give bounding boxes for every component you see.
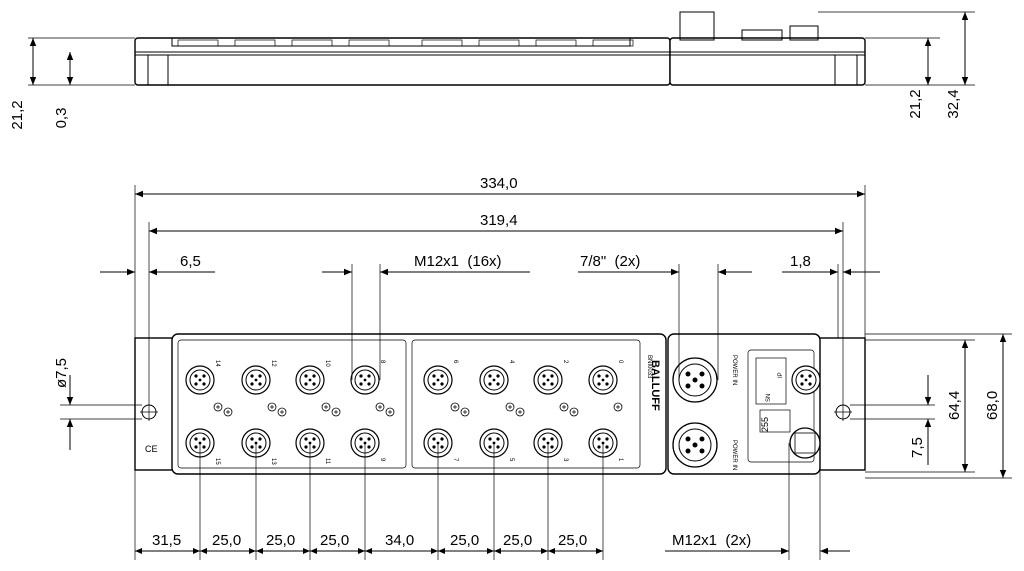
m12-port[interactable]	[185, 365, 215, 395]
dim-overall-length: 334,0	[480, 175, 518, 192]
dim-pitch: 25,0	[450, 532, 479, 549]
port-number: 1	[617, 458, 623, 462]
brand-logo: BALLUFF	[649, 360, 661, 411]
model-label: BNI0033	[646, 355, 652, 379]
dim-side-left-height: 21,2	[9, 100, 26, 129]
dim-side-left-offset: 0,3	[53, 108, 70, 129]
dim-hole-height: 7,5	[909, 437, 926, 458]
port-number: 7	[452, 458, 458, 462]
ce-mark: CE	[145, 444, 158, 454]
dim-pitch: 25,0	[558, 532, 587, 549]
dim-hole-diameter: ø7,5	[53, 358, 70, 388]
dim-hole-offset-left: 6,5	[180, 253, 201, 270]
port-number: 8	[379, 360, 385, 364]
dim-inner-height: 64,4	[946, 391, 963, 420]
port-number: 13	[270, 458, 276, 465]
m12-port[interactable]	[295, 365, 325, 395]
port-number: 9	[379, 458, 385, 462]
port-number: 2	[562, 360, 568, 364]
m12-port[interactable]	[588, 365, 618, 395]
port-number: 10	[324, 360, 330, 367]
m12-aux-port[interactable]	[791, 365, 821, 395]
side-view: 21,2 0,3 21,2 32,4	[9, 11, 975, 130]
top-view: 255 IP SN CE	[134, 333, 866, 475]
m12-port[interactable]	[241, 365, 271, 395]
power-in-label-bottom: POWER IN	[731, 440, 737, 470]
dim-pitch: 25,0	[212, 532, 241, 549]
address-switch[interactable]	[789, 427, 821, 459]
port-number: 14	[214, 360, 220, 367]
power-in-label-top: POWER IN	[731, 355, 737, 385]
dim-pitch: 25,0	[320, 532, 349, 549]
dim-pitch: 31,5	[152, 532, 181, 549]
m12-port[interactable]	[423, 365, 453, 395]
dim-overall-height: 68,0	[984, 391, 1001, 420]
power-connector-top[interactable]	[672, 357, 718, 403]
dim-pitch: 34,0	[385, 532, 414, 549]
port-number: 15	[214, 458, 220, 465]
port-number: 5	[508, 458, 514, 462]
port-number: 0	[617, 360, 623, 364]
dim-pitch: 25,0	[503, 532, 532, 549]
port-number: 6	[452, 360, 458, 364]
dim-connector-78: 7/8" (2x)	[580, 253, 640, 270]
dim-side-right-total: 32,4	[945, 89, 962, 118]
ip-code: 255	[760, 417, 770, 432]
m12-port[interactable]	[350, 365, 380, 395]
dim-connector-m12-aux: M12x1 (2x)	[672, 532, 751, 549]
port-number: 11	[324, 458, 330, 465]
port-number: 4	[508, 360, 514, 364]
port-number: 3	[562, 458, 568, 462]
dim-hole-offset-right: 1,8	[790, 253, 811, 270]
power-connector-bottom[interactable]	[672, 422, 718, 468]
top-dimensions: 334,0 319,4 6,5 M12x1 (16x) 7/8" (2x) 1,…	[53, 175, 1012, 560]
port-number: 12	[270, 360, 276, 367]
side-connectors	[177, 39, 634, 47]
dim-hole-spacing: 319,4	[480, 212, 518, 229]
dim-side-right-height: 21,2	[907, 89, 924, 118]
mounting-hole-right	[834, 403, 852, 421]
dim-connector-m12: M12x1 (16x)	[414, 253, 502, 270]
dim-pitch: 25,0	[266, 532, 295, 549]
serial-label: SN	[766, 394, 772, 402]
port-numbers: 14 12 10 8 6 4 2 0 15 13 11 9 7 5 3 1	[214, 360, 623, 465]
m12-port[interactable]	[533, 365, 563, 395]
ip-rating: IP	[778, 372, 784, 378]
m12-port[interactable]	[479, 365, 509, 395]
mounting-hole-left	[140, 403, 158, 421]
